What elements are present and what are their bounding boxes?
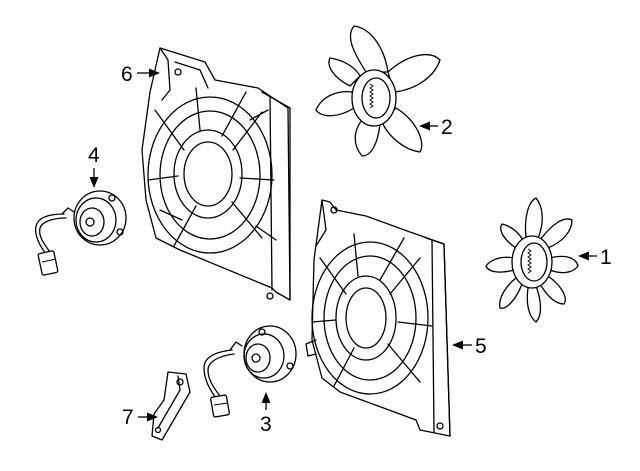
arrow-icon xyxy=(261,392,271,403)
callout-1: 1 xyxy=(578,246,612,269)
fan-blade-right xyxy=(485,197,579,323)
callout-4: 4 xyxy=(88,144,100,188)
callout-label-3: 3 xyxy=(260,413,272,436)
fan-shroud-left xyxy=(141,47,291,301)
fan-motor-left xyxy=(34,190,127,276)
arrow-icon xyxy=(147,412,158,422)
arrow-icon xyxy=(419,121,430,131)
callout-2: 2 xyxy=(419,116,453,139)
callout-label-5: 5 xyxy=(475,335,487,358)
fan-blade-left xyxy=(315,25,441,157)
callout-label-1: 1 xyxy=(600,246,612,269)
callout-5: 5 xyxy=(452,335,487,358)
callout-7: 7 xyxy=(122,406,158,429)
callout-label-4: 4 xyxy=(88,144,100,167)
callout-3: 3 xyxy=(260,392,272,436)
callout-6: 6 xyxy=(121,63,160,86)
callout-label-7: 7 xyxy=(122,406,134,429)
arrow-icon xyxy=(452,340,463,350)
callout-label-6: 6 xyxy=(121,63,133,86)
fan-motor-right xyxy=(203,325,297,418)
arrow-icon xyxy=(89,177,99,188)
callout-label-2: 2 xyxy=(441,116,453,139)
arrow-icon xyxy=(578,251,589,261)
arrow-icon xyxy=(149,68,160,78)
fan-shroud-right xyxy=(305,199,451,437)
bracket xyxy=(151,371,191,441)
